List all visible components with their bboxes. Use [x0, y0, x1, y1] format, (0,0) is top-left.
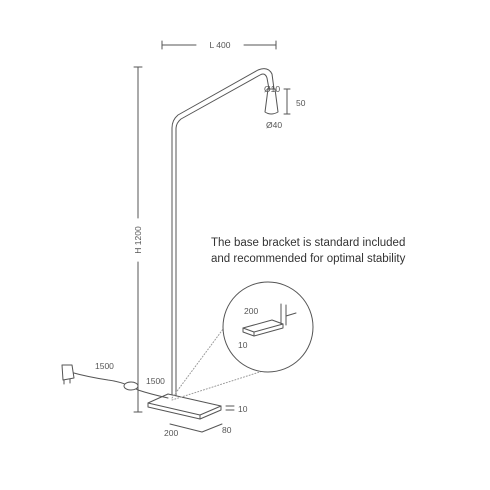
bracket-note-line-1: The base bracket is standard included [211, 237, 406, 249]
power-cable [61, 364, 169, 399]
inline-switch [123, 381, 139, 391]
cable-length-label-2: 1500 [146, 376, 165, 386]
length-label: L 400 [210, 40, 231, 50]
bracket-note-line-2: and recommended for optimal stability [211, 253, 406, 265]
bracket-detail [242, 303, 297, 337]
length-dimension-line [161, 40, 277, 50]
cable-length-label-1: 1500 [95, 361, 114, 371]
head-height-dimension [283, 88, 291, 115]
plug-icon [61, 364, 75, 381]
base-thickness-label: 10 [238, 404, 248, 414]
bracket-height-label: 200 [244, 306, 258, 316]
height-label: H 1200 [133, 226, 143, 254]
base-plate [147, 393, 222, 420]
base-dimension-lines [169, 405, 235, 433]
diameter-top-label: Ø10 [264, 84, 280, 94]
detail-callout-lines [171, 320, 267, 401]
diameter-head-label: Ø40 [266, 120, 282, 130]
head-height-label: 50 [296, 98, 306, 108]
lamp-pole [171, 68, 275, 405]
base-depth-label: 80 [222, 425, 232, 435]
bracket-thickness-label: 10 [238, 340, 248, 350]
base-width-label: 200 [164, 428, 178, 438]
lamp-head [264, 88, 279, 115]
bracket-note: The base bracket is standard included an… [211, 235, 471, 267]
